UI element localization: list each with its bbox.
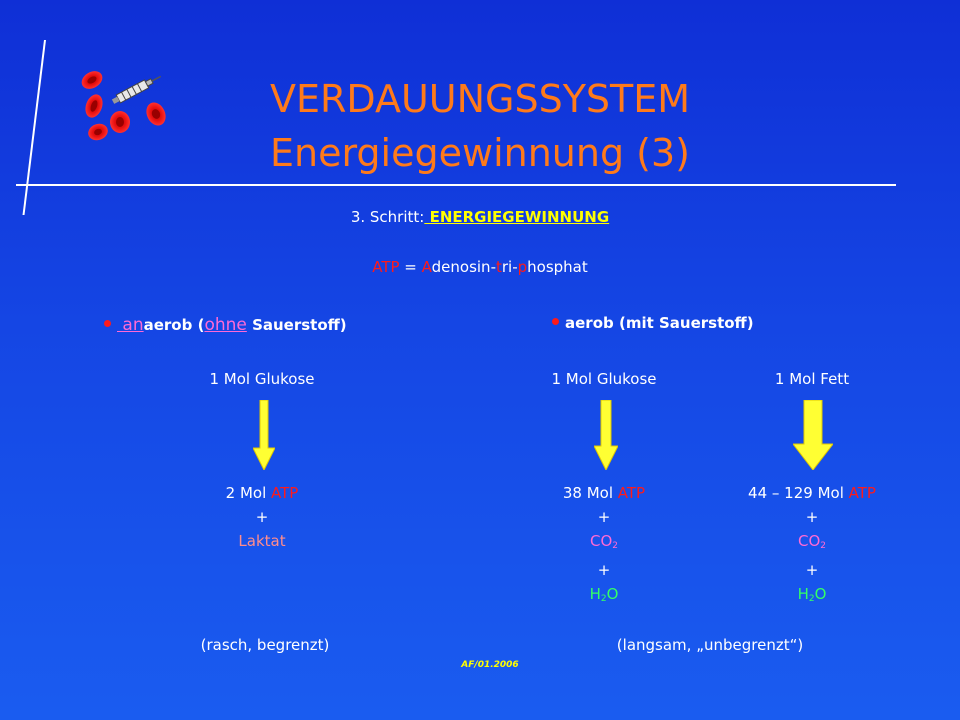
glucose-h2o-o: O — [606, 585, 619, 603]
atp-text-denosin: denosin- — [431, 258, 496, 276]
fat-co2: CO2 — [702, 529, 922, 558]
fat-atp-label: ATP — [848, 484, 876, 502]
glucose-co2-co: CO — [589, 532, 613, 550]
anaerob-prefix-link[interactable]: an — [117, 315, 144, 335]
footer-credit: AF/01.2006 — [461, 660, 519, 670]
down-arrow-icon — [253, 400, 275, 470]
step-heading: 3. Schritt: ENERGIEGEWINNUNG — [180, 207, 780, 227]
atp-letter-p: p — [517, 258, 528, 276]
red-blood-cell-icon — [81, 71, 103, 89]
fat-h2o-o: O — [814, 585, 827, 603]
ohne-link[interactable]: ohne — [204, 315, 247, 335]
glucose-co2-subscript: 2 — [612, 541, 618, 551]
anaerob-atp-amount: 2 Mol — [225, 484, 272, 502]
red-blood-cell-icon — [85, 94, 103, 118]
bullet-icon — [104, 320, 111, 327]
blood-cells-illustration — [81, 71, 166, 141]
glucose-plus-2: + — [597, 561, 611, 579]
decorative-vertical-line — [22, 40, 46, 215]
glucose-h2o: H2O — [494, 582, 714, 611]
fat-atp-amount: 44 – 129 Mol — [748, 484, 849, 502]
fat-co2-subscript: 2 — [820, 541, 826, 551]
fat-h2o: H2O — [702, 582, 922, 611]
anaerob-input: 1 Mol Glukose — [209, 370, 315, 388]
fat-h2o-h: H — [797, 585, 809, 603]
glucose-plus-1: + — [597, 508, 611, 526]
down-arrow-icon — [594, 400, 618, 470]
anaerob-aerob-text: aerob ( — [143, 316, 205, 334]
down-arrow-icon — [793, 400, 833, 470]
fat-atp-line: 44 – 129 Mol ATP — [702, 481, 922, 505]
anaerob-heading: anaerob (ohne Sauerstoff) — [104, 314, 347, 336]
atp-abbreviation: ATP — [372, 258, 400, 276]
red-blood-cell-icon — [110, 111, 130, 133]
aerob-heading: aerob (mit Sauerstoff) — [552, 312, 754, 334]
atp-equals: = — [399, 258, 422, 276]
glucose-co2: CO2 — [494, 529, 714, 558]
step-label: ENERGIEGEWINNUNG — [424, 208, 610, 226]
fat-plus-1: + — [805, 508, 819, 526]
aerob-fat-input: 1 Mol Fett — [774, 370, 850, 388]
glucose-atp-line: 38 Mol ATP — [494, 481, 714, 505]
glucose-atp-label: ATP — [617, 484, 646, 502]
slide-title: VERDAUUNGSSYSTEM — [269, 77, 691, 121]
bullet-icon — [552, 318, 559, 325]
anaerob-atp-line: 2 Mol ATP — [152, 481, 372, 505]
atp-definition: ATP = Adenosin-tri-phosphat — [180, 257, 780, 277]
aerob-fat-outputs: 44 – 129 Mol ATP + CO2 + H2O — [702, 481, 922, 611]
title-divider-line — [16, 184, 896, 186]
syringe-icon — [111, 75, 162, 104]
atp-letter-a: A — [421, 258, 432, 276]
atp-text-hosphat: hosphat — [527, 258, 588, 276]
red-blood-cell-icon — [88, 123, 108, 141]
glucose-atp-amount: 38 Mol — [562, 484, 618, 502]
glucose-h2o-h: H — [589, 585, 601, 603]
red-blood-cell-icon — [146, 102, 166, 126]
anaerob-outputs: 2 Mol ATP + Laktat — [152, 481, 372, 553]
atp-text-ri: ri- — [501, 258, 518, 276]
fat-plus-2: + — [805, 561, 819, 579]
step-prefix: 3. Schritt: — [350, 208, 425, 226]
aerob-glucose-outputs: 38 Mol ATP + CO2 + H2O — [494, 481, 714, 611]
fat-h2o-subscript: 2 — [808, 594, 815, 604]
glucose-h2o-subscript: 2 — [600, 594, 607, 604]
aerob-note: (langsam, „unbegrenzt“) — [616, 636, 804, 654]
anaerob-byproduct: Laktat — [238, 532, 286, 550]
aerob-glucose-input: 1 Mol Glukose — [551, 370, 657, 388]
anaerob-plus: + — [255, 508, 269, 526]
aerob-heading-text: aerob (mit Sauerstoff) — [565, 314, 754, 332]
anaerob-atp-label: ATP — [271, 484, 299, 502]
fat-co2-co: CO — [797, 532, 821, 550]
anaerob-rest-text: Sauerstoff) — [246, 316, 347, 334]
anaerob-note: (rasch, begrenzt) — [200, 636, 330, 654]
slide-subtitle: Energiegewinnung (3) — [270, 131, 690, 175]
atp-letter-t: t — [495, 258, 502, 276]
